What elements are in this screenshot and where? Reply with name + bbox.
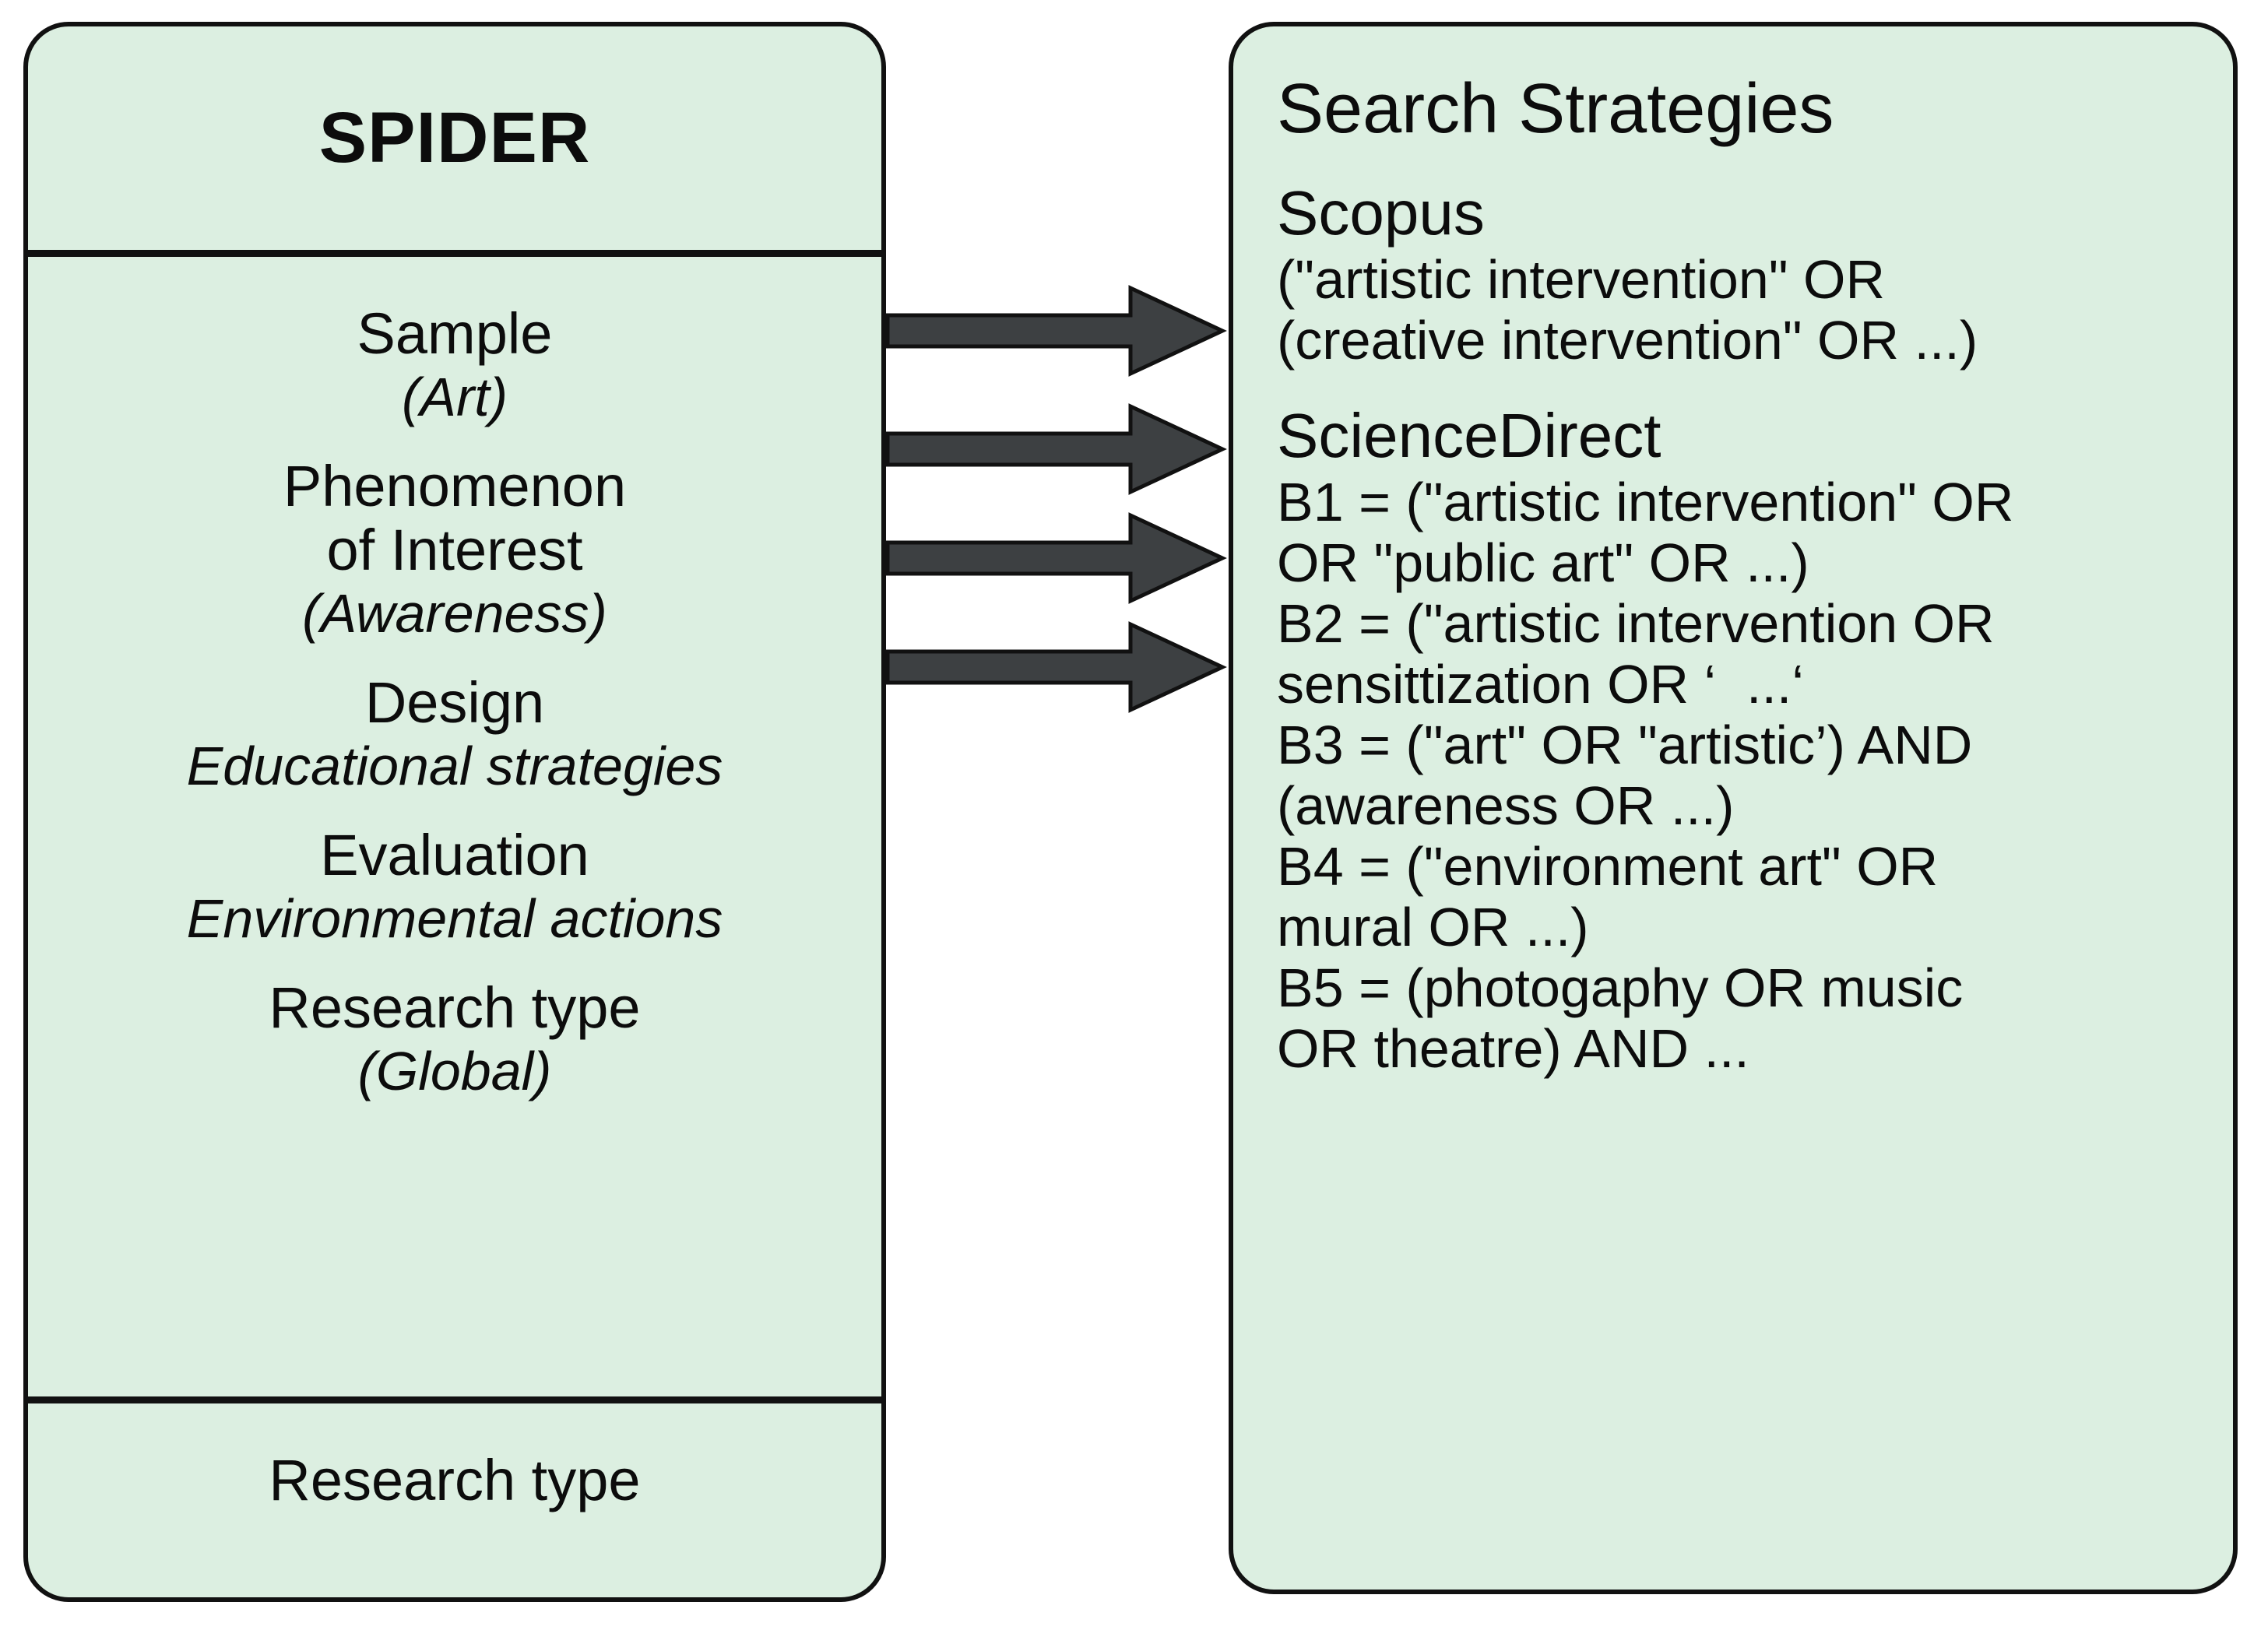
spider-item-phenomenon: Phenomenon of Interest (Awareness) — [28, 455, 881, 645]
query-line-b3b: (awareness OR ...) — [1277, 775, 1735, 836]
spider-item-evaluation-value: Environmental actions — [186, 888, 723, 949]
spider-item-design-value: Educational strategies — [186, 736, 723, 796]
spider-item-evaluation-label: Evaluation — [320, 823, 589, 887]
database-block-sciencedirect: ScienceDirect B1 = ("artistic interventi… — [1277, 400, 2197, 1079]
flow-arrow-4 — [885, 621, 1227, 713]
database-heading-scopus: Scopus — [1277, 178, 1485, 248]
spider-item-sample: Sample (Art) — [28, 302, 881, 428]
spider-title: SPIDER — [318, 98, 591, 177]
query-line-b4b: mural OR ...) — [1277, 897, 1589, 957]
database-heading-sciencedirect: ScienceDirect — [1277, 401, 1661, 470]
section-spacer — [1277, 371, 2197, 400]
flow-arrow-2 — [885, 403, 1227, 495]
spider-item-phenomenon-value: (Awareness) — [302, 583, 607, 644]
spider-item-research-type: Research type (Global) — [28, 976, 881, 1102]
query-line-b3a: B3 = ("art" OR "artistic’) AND — [1277, 715, 1973, 775]
database-block-scopus: Scopus ("artistic intervention" OR (crea… — [1277, 177, 2197, 371]
spider-footer: Research type — [28, 1403, 881, 1597]
spider-footer-label: Research type — [269, 1448, 641, 1512]
spider-item-evaluation: Evaluation Environmental actions — [28, 824, 881, 950]
query-line-b1b: OR "public art" OR ...) — [1277, 532, 1809, 593]
query-line: (creative intervention" OR ...) — [1277, 310, 1978, 371]
spider-criteria-list: Sample (Art) Phenomenon of Interest (Awa… — [28, 257, 881, 1403]
search-strategies-title: Search Strategies — [1277, 70, 1834, 148]
flow-arrow-3 — [885, 512, 1227, 604]
query-line: ("artistic intervention" OR — [1277, 249, 1886, 310]
spider-item-research-type-label: Research type — [269, 975, 641, 1040]
spider-item-phenomenon-label: Phenomenon of Interest — [283, 454, 627, 582]
spider-panel: SPIDER Sample (Art) Phenomenon of Intere… — [23, 22, 886, 1602]
query-line-b4a: B4 = ("environment art" OR — [1277, 836, 1939, 897]
spider-item-sample-value: (Art) — [401, 367, 508, 427]
spider-item-research-type-value: (Global) — [357, 1041, 552, 1101]
spider-item-design: Design Educational strategies — [28, 671, 881, 797]
query-line-b1a: B1 = ("artistic intervention" OR — [1277, 472, 2014, 532]
query-line-b2b: sensittization OR ‘ ...‘ — [1277, 654, 1804, 715]
spider-item-sample-label: Sample — [357, 301, 553, 366]
flow-arrow-1 — [885, 285, 1227, 377]
query-line-b2a: B2 = ("artistic intervention OR — [1277, 593, 1995, 654]
search-strategies-panel: Search Strategies Scopus ("artistic inte… — [1229, 22, 2238, 1594]
spider-item-design-label: Design — [364, 670, 545, 735]
query-line-b5b: OR theatre) AND ... — [1277, 1018, 1749, 1079]
spider-header: SPIDER — [28, 26, 881, 257]
query-line-b5a: B5 = (photogaphy OR music — [1277, 957, 1964, 1018]
